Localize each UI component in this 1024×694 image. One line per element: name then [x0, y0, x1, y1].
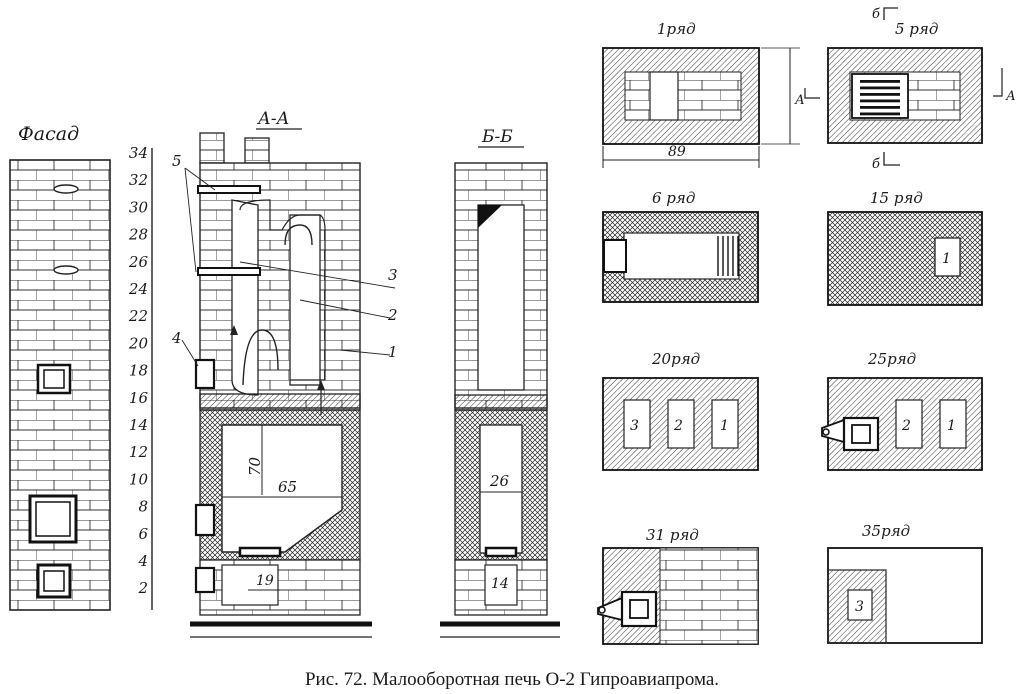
- callout-3: 3: [388, 266, 398, 284]
- callout-4: 4: [171, 329, 182, 347]
- section-bb: Б-Б 26 14: [440, 127, 560, 638]
- row-number: 22: [128, 307, 148, 325]
- grate-bar: [860, 112, 900, 116]
- plan-25-marker-2: 2: [901, 418, 911, 434]
- facade-door-upper: [36, 363, 72, 395]
- row-number: 28: [128, 226, 148, 244]
- row-number: 32: [129, 171, 148, 189]
- row-number: 14: [129, 416, 148, 434]
- plan-20-marker-2: 2: [673, 418, 683, 434]
- row-number: 34: [129, 144, 148, 162]
- callout-1: 1: [388, 343, 398, 361]
- plan-6: 6 ряд: [602, 189, 759, 303]
- facade-title: Фасад: [18, 123, 79, 145]
- grate-bar: [860, 93, 900, 96]
- plan-20-marker-1: 1: [720, 418, 729, 434]
- row-scale: 34 32 30 28 26 24 22 20 18 16 14 12 10 8 6 4 2: [128, 144, 153, 610]
- section-aa: А-А 70 65: [181, 109, 396, 638]
- row-number: 16: [129, 389, 149, 407]
- row-number: 20: [128, 334, 149, 352]
- dim-26: 26: [489, 472, 510, 490]
- row-number: 12: [129, 443, 148, 461]
- grate-bar: [860, 106, 900, 109]
- callout-5: 5: [172, 152, 182, 170]
- plan-31: 31 ряд: [597, 526, 759, 645]
- plan-31-title: 31 ряд: [646, 526, 699, 544]
- row-number: 26: [128, 253, 149, 271]
- section-mark-b-top: б: [872, 7, 880, 22]
- dim-70: 70: [246, 456, 264, 476]
- callout-2: 2: [387, 306, 398, 324]
- row-number: 4: [137, 552, 148, 570]
- facade-ashpit-door: [36, 563, 72, 599]
- plan-31-damper-icon: [597, 590, 658, 628]
- plan-25-damper-icon: [821, 416, 880, 452]
- callout-labels: 5 4 3 2 1: [171, 152, 398, 361]
- grate-bar: [860, 86, 900, 90]
- section-mark-b-bottom: б: [872, 157, 880, 172]
- dim-65: 65: [278, 478, 297, 496]
- section-mark-a-right: А: [1005, 89, 1016, 104]
- facade-firebox-door: [28, 494, 78, 544]
- row-number: 18: [129, 362, 148, 380]
- facade-view: Фасад: [9, 123, 111, 611]
- plan-15-title: 15 ряд: [870, 189, 923, 207]
- row-number: 2: [137, 579, 148, 597]
- dim-14: 14: [491, 576, 509, 592]
- figure-caption: Рис. 72. Малооборотная печь О-2 Гипроави…: [305, 669, 719, 690]
- plan-1-title: 1ряд: [657, 20, 696, 38]
- row-number: 6: [138, 525, 148, 543]
- plan-5: 5 ряд б А А б: [794, 7, 1016, 172]
- dim-89: 89: [668, 144, 686, 160]
- plan-35-title: 35ряд: [862, 522, 910, 540]
- section-mark-a-left: А: [794, 93, 805, 108]
- plan-20-title: 20ряд: [651, 350, 700, 368]
- damper-handle-lower: [53, 265, 79, 275]
- row-number: 8: [138, 498, 148, 516]
- plan-25: 25ряд 2 1: [821, 350, 983, 471]
- dim-19: 19: [256, 573, 274, 589]
- plan-15: 15 ряд 1: [827, 189, 983, 306]
- plan-25-marker-1: 1: [947, 418, 956, 434]
- plan-1: 1ряд 89: [602, 20, 800, 168]
- plan-20: 20ряд 3 2 1: [602, 350, 759, 471]
- damper-handle-upper: [53, 184, 79, 194]
- plan-6-title: 6 ряд: [652, 189, 695, 207]
- row-number: 24: [128, 280, 148, 298]
- row-number: 10: [129, 470, 149, 488]
- grate-bar: [860, 80, 900, 83]
- plan-25-title: 25ряд: [867, 350, 916, 368]
- grate-bar: [860, 99, 900, 103]
- section-aa-title: А-А: [257, 109, 290, 129]
- plan-35-marker-3: 3: [855, 599, 864, 615]
- plan-35: 35ряд 3: [827, 522, 983, 644]
- section-bb-title: Б-Б: [481, 127, 513, 147]
- plan-5-title: 5 ряд: [895, 20, 938, 38]
- plan-15-marker-1: 1: [942, 251, 951, 267]
- row-number: 30: [129, 198, 149, 216]
- plan-20-marker-3: 3: [630, 418, 639, 434]
